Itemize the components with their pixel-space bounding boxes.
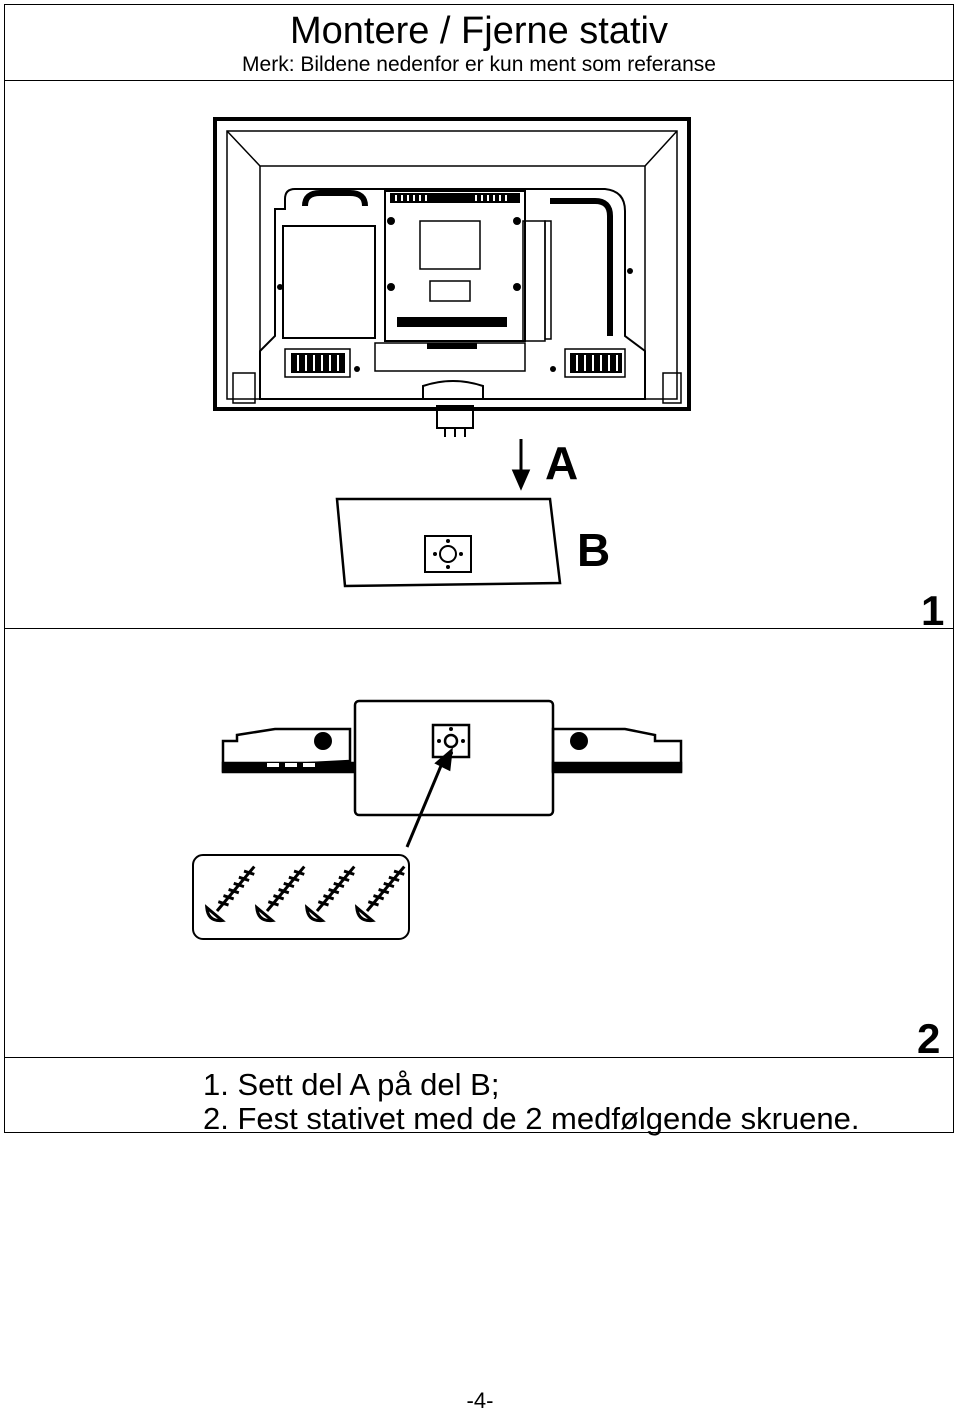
stand-screws-illustration: 2	[192, 699, 940, 1057]
tv-back-illustration: A B 1	[213, 117, 944, 629]
figure-panel-2: 2	[5, 629, 953, 1057]
page-title: Montere / Fjerne stativ	[289, 10, 669, 52]
instruction-step-1: 1. Sett del A på del B;	[203, 1067, 500, 1102]
header: Montere / Fjerne stativ Merk: Bildene ne…	[5, 5, 953, 81]
page-number: -4-	[466, 1388, 494, 1413]
figure-panel-1: A B 1	[5, 81, 953, 629]
instructions: 1. Sett del A på del B; 2. Fest stativet…	[5, 1057, 953, 1136]
step-number-2: 2	[917, 1015, 940, 1057]
page-subtitle: Merk: Bildene nedenfor er kun ment som r…	[242, 53, 716, 76]
step-number-1: 1	[921, 587, 944, 629]
instruction-step-2: 2. Fest stativet med de 2 medfølgende sk…	[203, 1101, 860, 1136]
label-b: B	[577, 524, 610, 576]
page-frame: Montere / Fjerne stativ Merk: Bildene ne…	[4, 4, 954, 1136]
label-a: A	[545, 437, 578, 489]
